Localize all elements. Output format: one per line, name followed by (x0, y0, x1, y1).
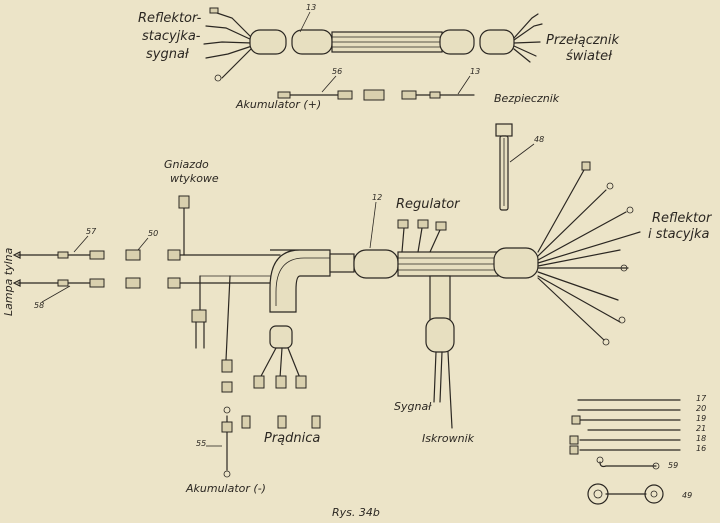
label-akumulator-plus: Akumulator (+) (235, 98, 321, 111)
fuse-holder (363, 89, 385, 101)
generator-branch: 55 (191, 275, 321, 478)
top-harness: 13 (203, 3, 543, 82)
harness-sleeve (353, 249, 399, 279)
part-number: 58 (34, 301, 44, 310)
connector (277, 91, 291, 99)
label-gniazdo-wtykowe: Gniazdo wtykowe (164, 158, 219, 185)
label-przelacznik-swiatel: Przełącznik świateł (546, 33, 623, 64)
harness-sleeve (291, 29, 333, 55)
part-number: 18 (696, 434, 706, 443)
part-number: 16 (696, 444, 706, 453)
label-lampa-tylna: Lampa tylna (2, 247, 15, 316)
label-akumulator-minus: Akumulator (-) (185, 482, 266, 495)
elbow-sleeve (269, 249, 331, 313)
terminal (209, 7, 219, 14)
part-number: 17 (696, 394, 707, 403)
harness-sleeve (425, 317, 455, 353)
ring-terminal (214, 74, 222, 82)
part-number: 57 (86, 227, 97, 236)
harness-sleeve (439, 29, 475, 55)
part-number: 55 (196, 439, 206, 448)
connector (125, 249, 141, 261)
label-sygnal: Sygnał (394, 400, 432, 413)
label-reflektor-i-stacyjka: Reflektor i stacyjka (648, 211, 716, 242)
part-number: 20 (696, 404, 706, 413)
cable-strap-48: 48 (495, 123, 544, 211)
part-number: 56 (332, 67, 342, 76)
part-number: 59 (668, 461, 678, 470)
connector (401, 90, 417, 100)
top-right-wire-fan (513, 13, 543, 63)
harness-sleeve (249, 29, 287, 55)
top-left-wire-fan (203, 7, 253, 82)
reflector-wire-fan (537, 161, 641, 346)
part-number: 13 (306, 3, 316, 12)
washer-49 (587, 483, 609, 505)
socket-plug (178, 195, 190, 209)
main-harness: 57 50 58 12 (12, 193, 539, 429)
label-regulator: Regulator (396, 197, 461, 212)
part-number: 49 (682, 491, 692, 500)
connector (429, 91, 441, 99)
part-number: 50 (148, 229, 158, 238)
part-number: 19 (696, 414, 706, 423)
fuse-lead-row: 56 13 (277, 67, 480, 101)
loose-parts: 17 20 19 21 18 16 59 49 (569, 394, 707, 505)
part-number: 12 (372, 193, 382, 202)
label-iskrownik: Iskrownik (422, 432, 475, 445)
label-pradnica: Prądnica (264, 431, 320, 446)
figure-caption: Rys. 34b (332, 506, 380, 519)
label-bezpiecznik: Bezpiecznik (494, 92, 560, 105)
connector (125, 277, 141, 289)
harness-sleeve (479, 29, 515, 55)
label-reflektor-stacyjka-sygnal: Reflektor- stacyjka- sygnał (138, 11, 205, 62)
harness-sleeve (493, 247, 539, 279)
part-number: 13 (470, 67, 480, 76)
part-number: 21 (696, 424, 706, 433)
part-number: 48 (534, 135, 544, 144)
connector (337, 90, 353, 100)
